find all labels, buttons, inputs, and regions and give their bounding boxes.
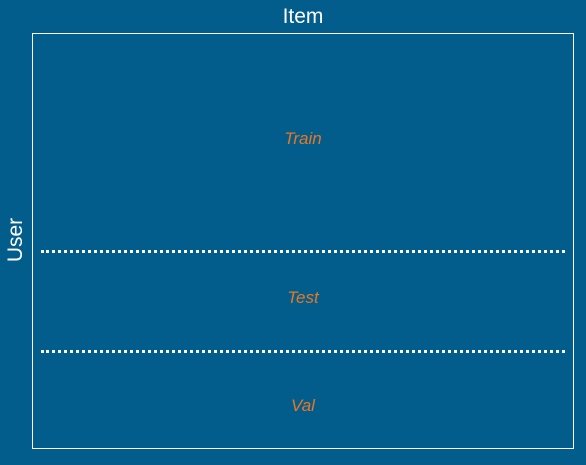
test-val-divider [41,350,565,353]
train-test-divider [41,250,565,253]
item-axis-label: Item [282,5,324,28]
user-item-matrix: Train Test Val [32,33,574,449]
train-split-label: Train [284,129,322,148]
test-split-label: Test [287,288,319,307]
val-split-label: Val [291,396,315,415]
user-axis-label: User [4,217,27,263]
